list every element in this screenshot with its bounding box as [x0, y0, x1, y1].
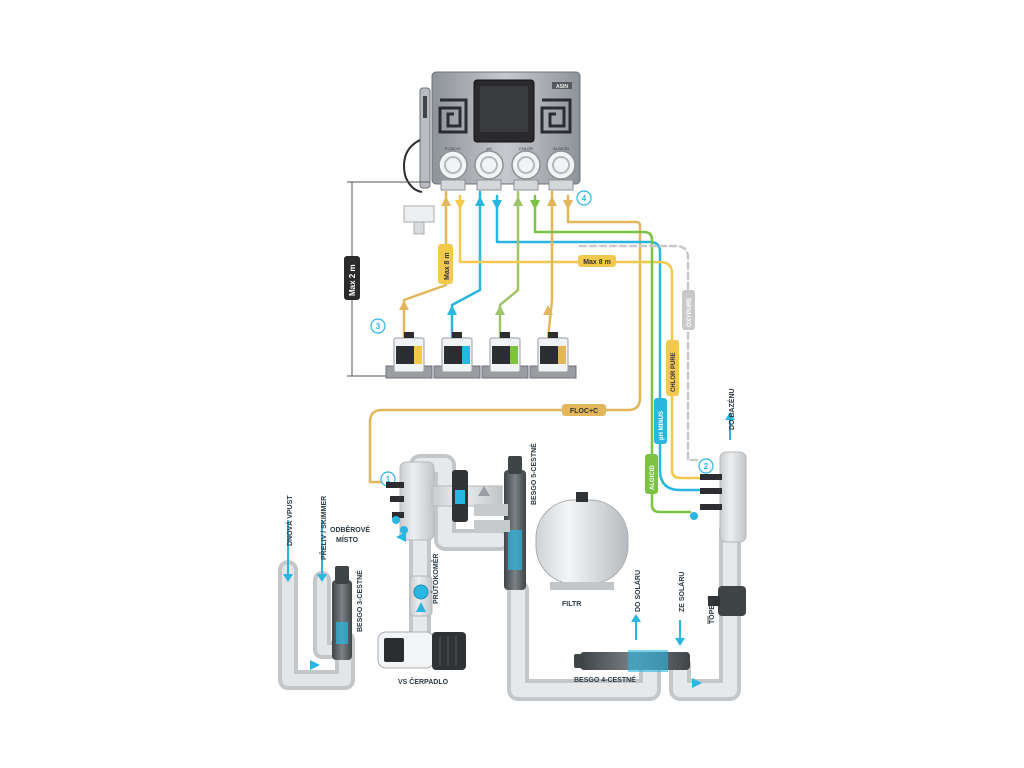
svg-text:1: 1 [386, 475, 391, 484]
heater-exchanger [707, 586, 746, 624]
max-8m-label-horizontal: Max 8 m [578, 255, 616, 267]
label-filtr: FILTR [562, 601, 581, 608]
besgo-4-way-valve [574, 650, 690, 672]
probe-holder [419, 87, 431, 189]
badge-flocc: FLOC+C [562, 404, 606, 416]
pump-label-2: pH [486, 146, 491, 151]
sand-filter [535, 492, 629, 590]
chemical-canisters [385, 332, 577, 379]
pump-label-4: ALGICID [553, 146, 569, 151]
brand-badge-text: ASIN [556, 84, 568, 90]
badge-ph-minus: pH MINUS [654, 398, 667, 444]
label-do-bazenu: DO BAZÉNU [727, 388, 736, 430]
label-besgo-3: BESGO 3-CESTNÉ [355, 570, 364, 632]
label-odberove-misto-1: ODBĚROVÉ [330, 525, 370, 534]
label-dnova-vpust: DNOVÁ VPUST [285, 495, 294, 546]
marker-3: 3 [370, 318, 386, 334]
svg-text:OXYPURE: OXYPURE [687, 298, 693, 327]
label-topeni: TOPENÍ [707, 597, 716, 624]
pipe-filter-bottom-loop [507, 579, 661, 701]
canister-1 [385, 332, 433, 379]
tube-chlor-suction [498, 190, 520, 340]
label-preliv-skimmer: PŘELIV / SKIMMER [319, 496, 328, 560]
probe-cable [403, 139, 423, 193]
svg-text:Max 8 m: Max 8 m [444, 252, 451, 280]
diagram-text-labels: DNOVÁ VPUST PŘELIV / SKIMMER ODBĚROVÉ MÍ… [285, 388, 736, 686]
peristaltic-pump-2 [474, 150, 504, 191]
flow-cell [403, 205, 435, 223]
injection-manifold-2 [690, 451, 747, 543]
pump-label-3: CHLOR [519, 146, 533, 151]
tube-flocc-suction [402, 190, 448, 340]
tube-ph-suction [450, 190, 482, 340]
svg-text:pH MINUS: pH MINUS [659, 411, 665, 440]
greek-key-ornament-right [540, 98, 572, 134]
canister-4 [529, 332, 577, 379]
vs-pump [377, 631, 466, 670]
flow-arrows-tubing [399, 196, 573, 315]
tube-flocc-discharge [368, 194, 642, 484]
besgo-3-way-valve [332, 566, 352, 660]
svg-text:Max 8 m: Max 8 m [583, 259, 611, 266]
canister-3 [481, 332, 529, 379]
pipe-manifold-to-valve [431, 470, 503, 522]
pump-label-1: FLOC+C [445, 146, 461, 151]
badge-oxypure: OXYPURE [682, 290, 695, 330]
label-besgo-4: BESGO 4-CESTNÉ [574, 675, 636, 684]
greek-key-ornament-left [438, 98, 468, 134]
besgo-5-way-valve [474, 456, 526, 590]
tube-chlor-discharge [458, 194, 702, 480]
tube-algicid-suction [546, 190, 554, 340]
label-ze-solaru: ZE SOLÁRU [677, 572, 686, 612]
flow-arrows-water [283, 412, 735, 688]
peristaltic-pump-3 [511, 150, 541, 191]
svg-text:2: 2 [704, 462, 709, 471]
label-odberove-misto-2: MÍSTO [336, 535, 359, 544]
canister-2 [433, 332, 481, 379]
svg-text:FLOC+C: FLOC+C [570, 408, 598, 415]
marker-4: 4 [576, 190, 592, 206]
label-do-solaru: DO SOLÁRU [633, 570, 642, 612]
svg-text:CHLOR PURE: CHLOR PURE [671, 352, 677, 392]
badge-algicid: ALGICID [645, 454, 658, 494]
flow-meter [409, 575, 433, 617]
chemical-tubing [368, 190, 702, 514]
brand-badge [552, 82, 572, 89]
tube-oxypure [578, 244, 702, 462]
svg-text:ALGICID: ALGICID [650, 465, 656, 490]
max-8m-label-vertical: Max 8 m [438, 244, 453, 284]
marker-2: 2 [698, 458, 714, 474]
peristaltic-pump-1 [438, 150, 468, 191]
label-prutokomer: PRŮTOKOMĚR [430, 554, 440, 604]
svg-text:3: 3 [376, 322, 381, 331]
svg-text:4: 4 [582, 194, 587, 203]
tube-algicid-discharge [533, 194, 692, 514]
peristaltic-pump-4 [546, 150, 576, 191]
max-2m-label: Max 2 m [348, 264, 357, 296]
dosing-controller: ASIN FLOC+C pH CHLOR ALGICID [403, 71, 581, 235]
badge-chlor-pure: CHLOR PURE [666, 340, 679, 396]
label-besgo-5: BESGO 5-CESTNÉ [529, 443, 538, 505]
label-vs-cerpadlo: VS ČERPADLO [398, 677, 449, 686]
